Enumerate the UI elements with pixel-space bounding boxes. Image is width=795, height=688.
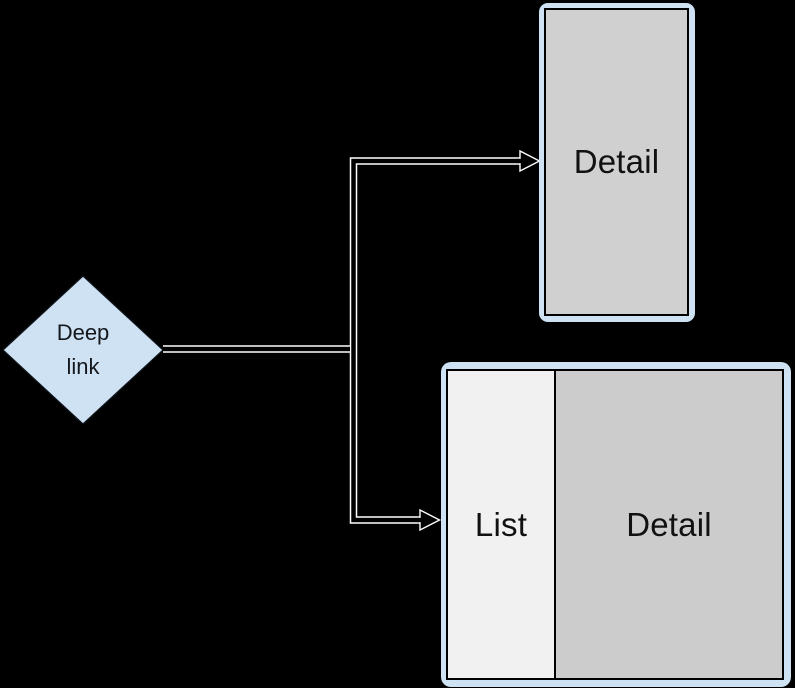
deep-link-label: Deep link (33, 316, 133, 384)
list-detail-screen: List Detail (446, 369, 784, 680)
detail-screen-label: Detail (573, 143, 660, 180)
list-detail-screen-frame: List Detail (441, 362, 791, 687)
list-pane-label: List (474, 505, 528, 543)
detail-screen: Detail (544, 8, 689, 316)
list-pane: List (448, 371, 556, 678)
arrow-core (163, 158, 521, 523)
deep-link-label-line2: link (66, 354, 100, 379)
arrow-head-join (416, 158, 525, 523)
deep-link-label-line1: Deep (56, 320, 110, 345)
detail-screen-frame: Detail (539, 3, 695, 322)
arrow-core-branches (351, 158, 521, 523)
detail-pane-label: Detail (626, 505, 712, 543)
detail-pane: Detail (556, 371, 782, 678)
